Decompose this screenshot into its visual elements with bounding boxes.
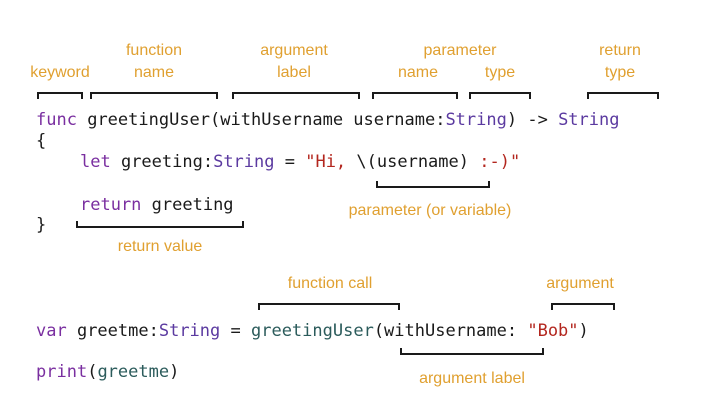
code-line-func-declaration: func greetingUser(withUsername username:… (36, 110, 619, 130)
param-type: String (445, 110, 507, 130)
let-keyword: let (80, 152, 111, 172)
bob-string: "Bob" (527, 321, 579, 341)
function-name-bracket (90, 92, 218, 99)
var-keyword: var (36, 321, 67, 341)
return-type-label-line2: type (604, 64, 636, 81)
parameter-name-bracket (372, 92, 458, 99)
return-type-label-line1: return (599, 42, 641, 59)
parameter-label: parameter (423, 42, 497, 59)
parameter-type-label: type (484, 64, 516, 81)
func-keyword: func (36, 110, 77, 130)
function-call: greetingUser (250, 321, 374, 341)
argument-label-bottom: argument label (419, 370, 525, 387)
return-value: greeting (141, 195, 234, 215)
close-paren: ) (506, 110, 518, 130)
return-type-bracket (587, 92, 659, 99)
code-line-return: return greeting (80, 195, 234, 215)
argument-label-top-line1: argument (260, 42, 328, 59)
argument-label-bracket (232, 92, 360, 99)
open-paren: ( (87, 362, 98, 382)
parameter-name-label: name (397, 64, 439, 81)
return-keyword: return (80, 195, 142, 215)
greeting-decl: greeting: (110, 152, 214, 172)
function-call-bracket (258, 303, 400, 310)
function-name-label-line1: function (125, 42, 183, 59)
return-value-bracket (76, 221, 244, 228)
greeting-type: String (213, 152, 275, 172)
open-brace: { (36, 131, 47, 151)
string-start: "Hi, (305, 152, 357, 172)
greetme-type: String (158, 321, 221, 341)
close-paren2: ) (578, 321, 589, 341)
function-name-label: function name (104, 40, 204, 84)
parameter-or-variable-label: parameter (or variable) (348, 202, 512, 219)
argument-bracket (551, 303, 615, 310)
code-line-var: var greetme:String = greetingUser(withUs… (36, 321, 589, 341)
return-type-label: return type (582, 40, 658, 84)
parameter-variable-bracket (376, 181, 490, 188)
argument-label: argument (546, 275, 614, 292)
equals: = (274, 152, 306, 172)
equals2: = (220, 321, 251, 341)
argument-label-top-line2: label (277, 64, 311, 81)
keyword-bracket (37, 92, 83, 99)
function-name-label-line2: name (133, 64, 175, 81)
interpolation: \(username) (356, 152, 469, 172)
function-call-label: function call (287, 275, 373, 292)
return-value-label: return value (117, 238, 203, 255)
argument-label-top: argument label (244, 40, 344, 84)
return-arrow: -> (517, 110, 559, 130)
print-function: print (36, 362, 88, 382)
function-signature: greetingUser(withUsername username: (87, 110, 446, 130)
greetme-decl: greetme: (66, 321, 159, 341)
keyword-label: keyword (30, 64, 90, 81)
string-end: :-)" (469, 152, 521, 172)
parameter-type-bracket (469, 92, 531, 99)
code-line-print: print(greetme) (36, 362, 179, 382)
close-paren3: ) (169, 362, 180, 382)
close-brace: } (36, 215, 47, 235)
return-type: String (558, 110, 620, 130)
print-argument: greetme (97, 362, 170, 382)
code-line-let: let greeting:String = "Hi, \(username) :… (80, 152, 520, 172)
argument-label-code: (withUsername: (373, 321, 528, 341)
argument-label-bottom-bracket (400, 348, 544, 355)
